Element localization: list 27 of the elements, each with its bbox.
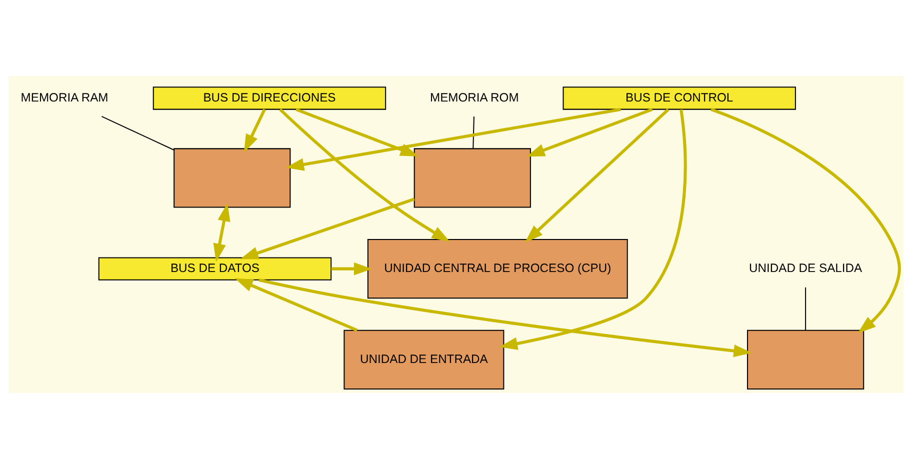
node-box bbox=[414, 148, 531, 208]
connector bbox=[472, 116, 474, 148]
arrow bbox=[240, 197, 415, 259]
node-box: UNIDAD CENTRAL DE PROCESO (CPU) bbox=[367, 238, 628, 298]
arrow bbox=[526, 107, 653, 156]
arrow bbox=[234, 278, 358, 332]
node-box: BUS DE CONTROL bbox=[562, 86, 796, 110]
node-box: UNIDAD DE ENTRADA bbox=[344, 329, 504, 389]
arrow bbox=[331, 262, 372, 275]
arrow bbox=[295, 107, 419, 156]
arrow bbox=[710, 107, 901, 333]
node-box bbox=[174, 148, 291, 208]
node-text: UNIDAD DE SALIDA bbox=[749, 260, 862, 274]
node-text: MEMORIA RAM bbox=[20, 90, 108, 104]
arrow bbox=[213, 202, 230, 262]
node-box: BUS DE DATOS bbox=[98, 256, 332, 280]
node-box: BUS DE DIRECCIONES bbox=[152, 86, 386, 110]
arrow bbox=[279, 108, 450, 242]
connector bbox=[102, 116, 174, 150]
arrow bbox=[286, 107, 622, 170]
arrow bbox=[258, 278, 752, 357]
node-box bbox=[747, 329, 864, 389]
arrow bbox=[524, 108, 670, 242]
arrow bbox=[499, 108, 687, 350]
node-text: MEMORIA ROM bbox=[430, 90, 519, 104]
arrow bbox=[244, 108, 266, 152]
connector bbox=[805, 286, 806, 330]
